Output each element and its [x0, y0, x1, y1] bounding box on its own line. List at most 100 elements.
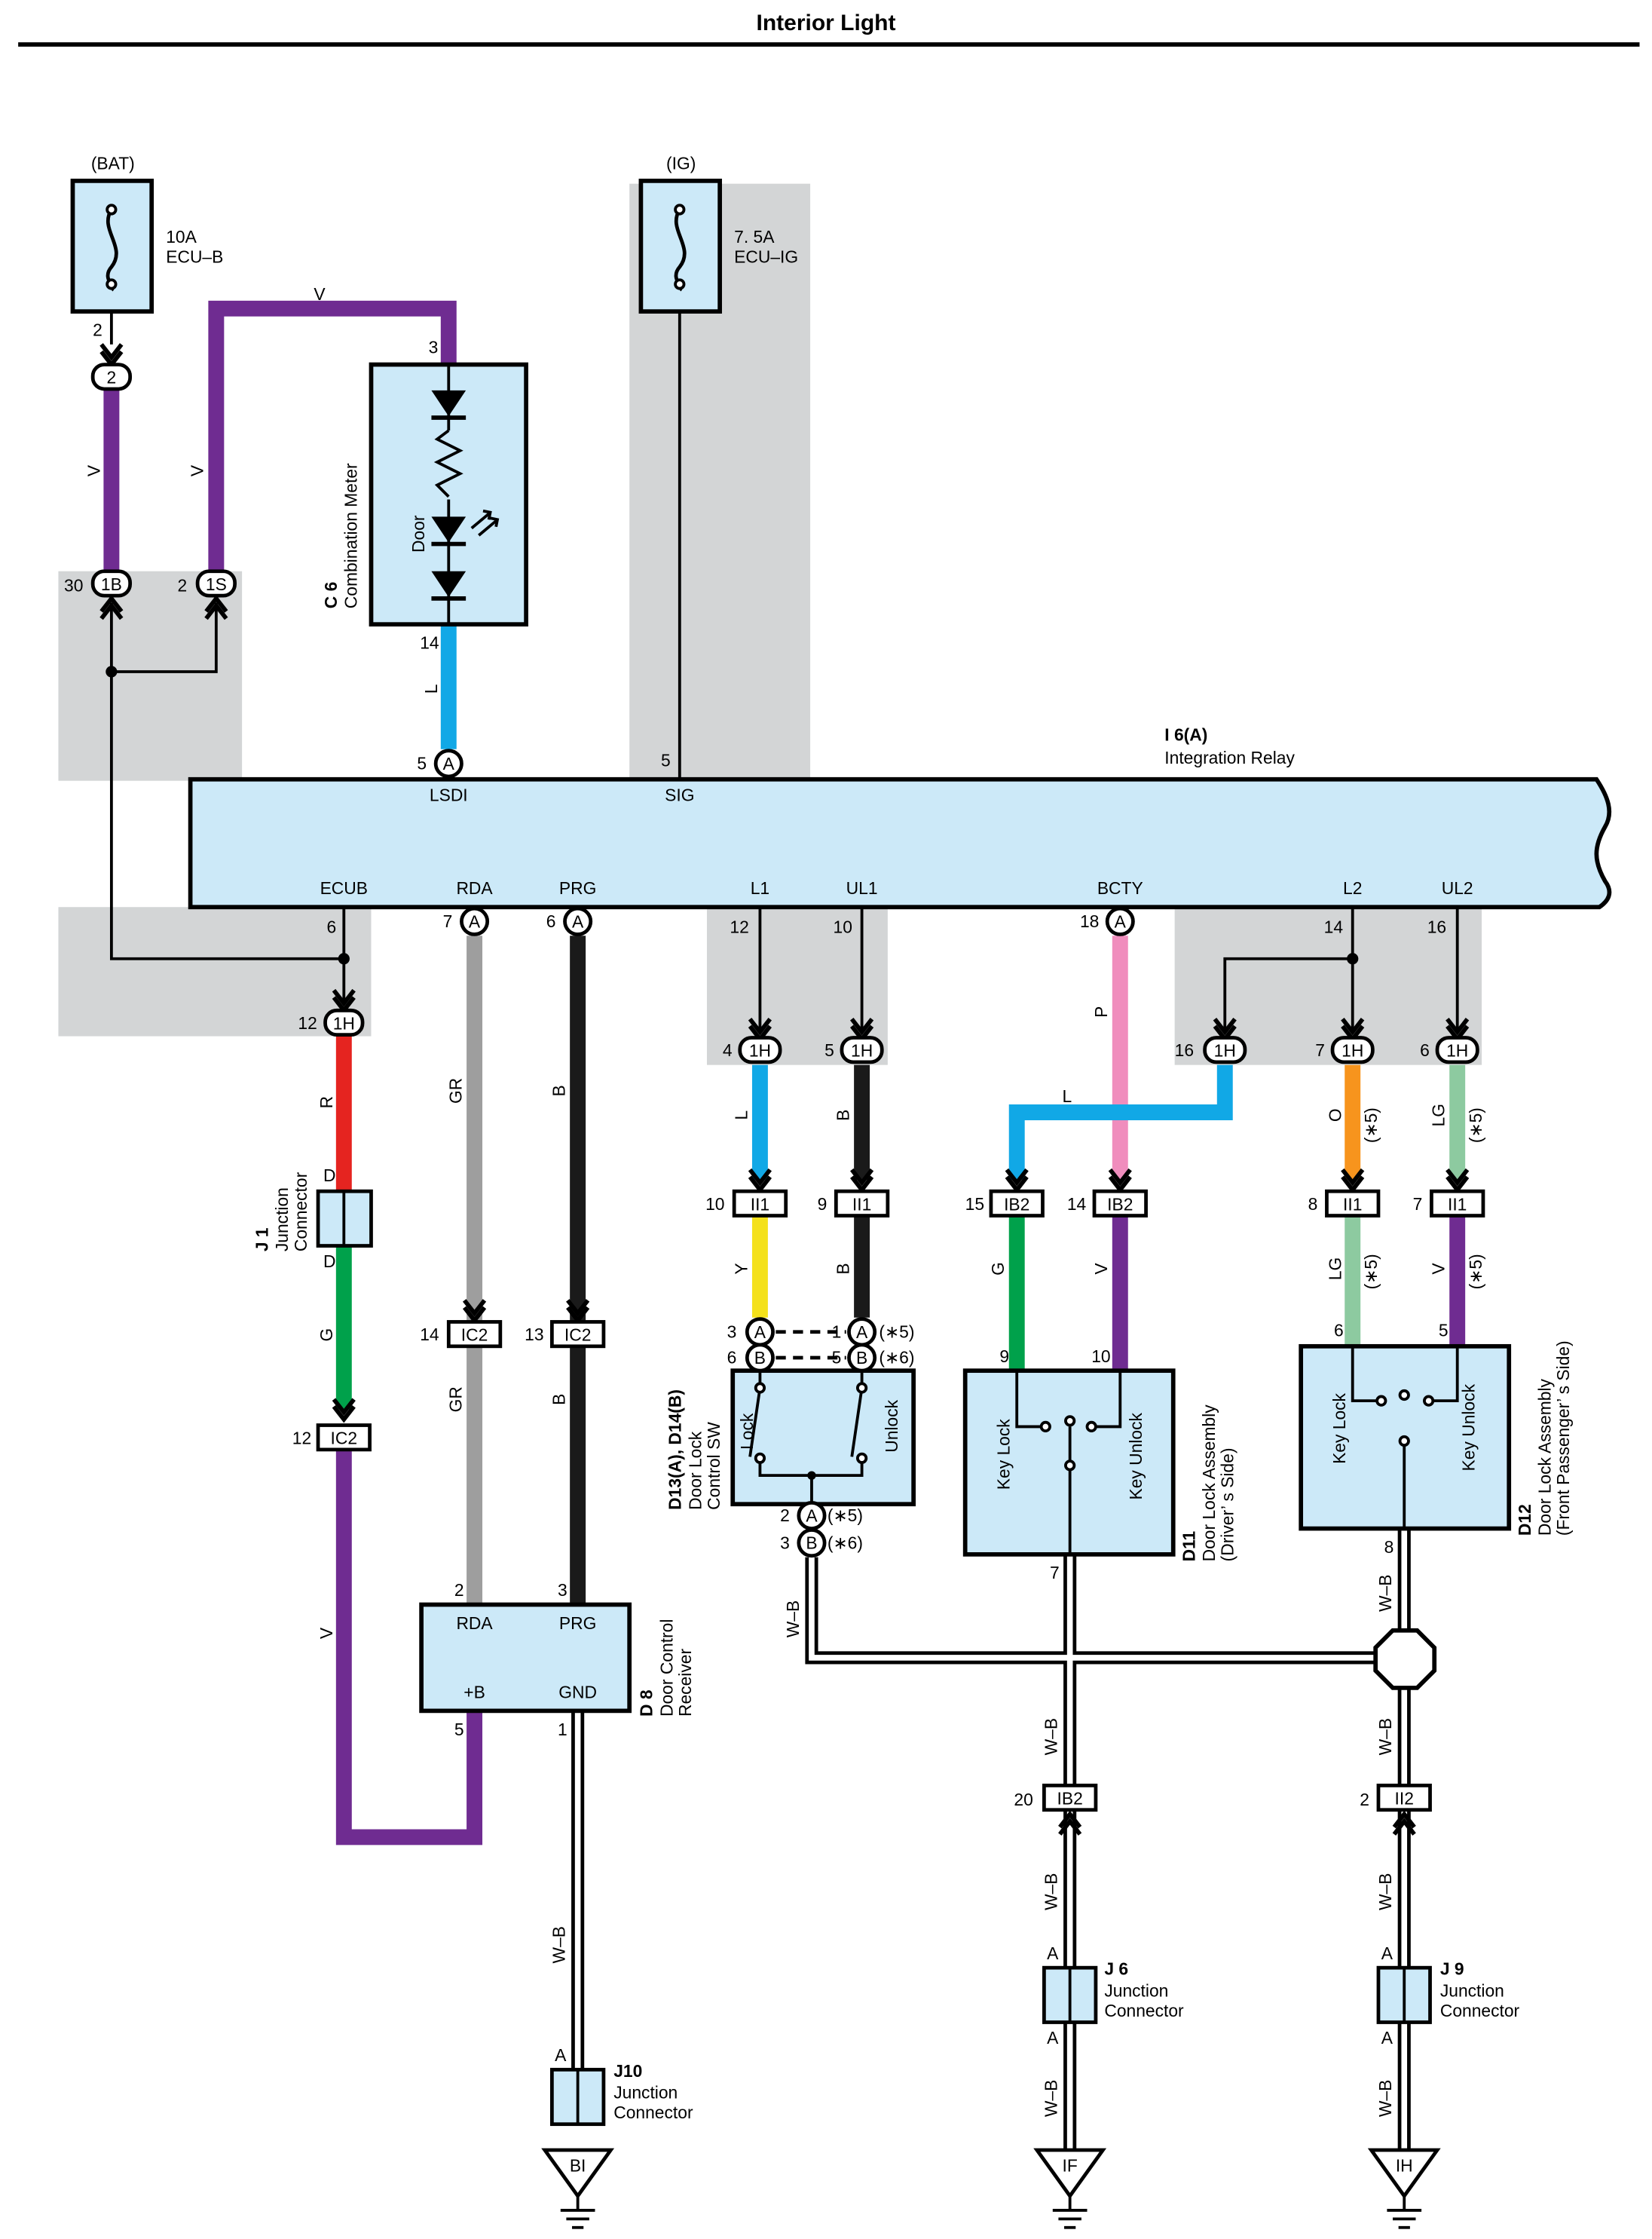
pin-number: 5 — [454, 1720, 464, 1739]
relay-labels: I 6(A) Integration Relay LSDI SIG ECUB R… — [320, 724, 1473, 898]
connector-badges — [90, 363, 1485, 1812]
pin-number: 9 — [999, 1346, 1009, 1366]
wire-color-code: W–B — [1375, 1873, 1395, 1910]
connector-label: II1 — [751, 1194, 769, 1214]
pin-number: 2 — [454, 1580, 464, 1600]
connector-label: II1 — [1448, 1194, 1467, 1214]
d12-labels: Key Lock Key Unlock D12 Door Lock Assemb… — [1329, 1340, 1573, 1536]
receiver-terminal: RDA — [456, 1613, 493, 1633]
pin-number: 30 — [64, 575, 83, 595]
pin-number: A — [555, 2045, 567, 2065]
wire-color-code: L — [731, 1110, 751, 1120]
integration-relay — [188, 776, 1612, 910]
relay-terminal: LSDI — [430, 785, 468, 804]
connector-label: B — [806, 1533, 817, 1553]
pin-number: 5 — [661, 751, 671, 770]
pin-number: 8 — [1308, 1194, 1318, 1214]
component-code: J 9 — [1440, 1959, 1464, 1979]
pin-number: 7 — [1050, 1563, 1060, 1582]
pin-number: A — [1381, 2028, 1393, 2048]
connector-label: 1H — [333, 1013, 355, 1033]
component-name: Connector — [613, 2103, 693, 2122]
bat-label: (BAT) — [91, 154, 135, 173]
component-code: J 1 — [252, 1227, 271, 1251]
meter-lamp: Door — [408, 515, 428, 553]
pin-number: 6 — [727, 1348, 737, 1368]
wire-color-code: B — [833, 1263, 852, 1274]
connector-label: A — [856, 1322, 868, 1342]
component-name: Control SW — [704, 1422, 724, 1510]
pin-number: 10 — [1091, 1346, 1110, 1366]
pin-number: (∗5) — [1466, 1107, 1485, 1143]
receiver-terminal: +B — [463, 1682, 485, 1701]
relay-terminal: RDA — [456, 878, 493, 898]
junction-j1-labels: J 1 Junction Connector — [252, 1172, 310, 1251]
relay-terminal: SIG — [665, 785, 694, 804]
component-name: Receiver — [675, 1649, 695, 1717]
ground-symbols — [541, 2148, 1441, 2199]
switch-lock-label: Lock — [737, 1413, 757, 1450]
ground-label: BI — [570, 2156, 586, 2176]
thin-wires — [109, 289, 1459, 1034]
component-name: Door Lock Assembly — [1199, 1404, 1219, 1562]
component-name: Connector — [291, 1172, 311, 1251]
fuse-name: ECU–B — [166, 247, 223, 266]
fuse-name: ECU–IG — [734, 247, 798, 266]
connector-label: A — [443, 754, 455, 773]
wire-color-code: W–B — [1375, 1718, 1395, 1755]
relay-terminal: UL2 — [1442, 878, 1473, 898]
wire-color-code: V — [314, 284, 326, 304]
key-lock-label: Key Lock — [1329, 1392, 1349, 1463]
pin-number: 3 — [780, 1533, 790, 1552]
wire-color-code: L — [1062, 1086, 1072, 1106]
relay-terminal: PRG — [559, 878, 596, 898]
component-code: D12 — [1515, 1504, 1534, 1536]
component-name: Connector — [1104, 2001, 1184, 2020]
pin-number-group: 2 2 30 3 14 5 5 6 7 6 12 10 18 14 16 12 … — [64, 320, 1449, 2065]
pin-number: (∗5) — [1466, 1254, 1485, 1289]
component-name: (Driver’ s Side) — [1218, 1447, 1237, 1561]
connector-label-group: 2 1B 1S A A A 1H 1H 1H 1H 1H 1H A II1 II… — [101, 368, 1468, 1809]
pin-number: 3 — [558, 1580, 567, 1600]
connector-label: 2 — [107, 368, 117, 387]
wire-color-code: V — [1091, 1263, 1111, 1275]
splice-point — [1373, 1628, 1437, 1690]
wire-color-code: W–B — [1042, 1718, 1061, 1755]
connector-label: 1B — [101, 574, 122, 594]
connector-label: II1 — [852, 1194, 871, 1214]
key-unlock-label: Key Unlock — [1126, 1412, 1146, 1499]
component-name: (Front Passenger’ s Side) — [1553, 1340, 1573, 1536]
ground-wires — [571, 1528, 1411, 2155]
pin-number: 3 — [727, 1322, 737, 1341]
wire-color-code: LG — [1325, 1257, 1345, 1280]
relay-name: Integration Relay — [1164, 748, 1295, 767]
pin-number: 7 — [1413, 1194, 1423, 1214]
pin-number: 10 — [834, 917, 852, 937]
wire-color-code: G — [317, 1328, 336, 1342]
component-name: Junction — [613, 2082, 678, 2102]
pin-number: 16 — [1427, 917, 1446, 937]
pin-number: A — [1047, 1943, 1059, 1963]
ig-label: (IG) — [666, 154, 696, 173]
component-name: Door Control — [656, 1619, 676, 1717]
pin-number: 5 — [417, 753, 427, 773]
door-lock-assembly-passenger — [1299, 1343, 1512, 1531]
pin-number: 14 — [420, 1325, 439, 1344]
component-name: Door Lock — [685, 1431, 705, 1510]
ground-labels: BI IF IH — [570, 2156, 1413, 2176]
connector-label: 1H — [749, 1041, 771, 1061]
pin-number: 14 — [420, 633, 439, 653]
connector-label: IC2 — [461, 1325, 488, 1345]
pin-number: 7 — [443, 911, 453, 931]
relay-terminal: L1 — [751, 878, 769, 898]
pin-number: 13 — [525, 1325, 543, 1344]
wire-color-group: V V V L R D D G GR B GR B L B P L O LG Y… — [84, 284, 1449, 2117]
junction-connector-labels: J10 Junction Connector J 6 Junction Conn… — [613, 1959, 1519, 2122]
pin-number: 1 — [558, 1720, 567, 1739]
receiver-terminal: GND — [558, 1682, 597, 1701]
wire-color-code: D — [323, 1165, 336, 1185]
wire-color-code: R — [317, 1096, 336, 1108]
connector-label: IC2 — [331, 1429, 358, 1448]
meter-name: Combination Meter — [341, 463, 360, 608]
ground-label: IH — [1396, 2156, 1413, 2176]
